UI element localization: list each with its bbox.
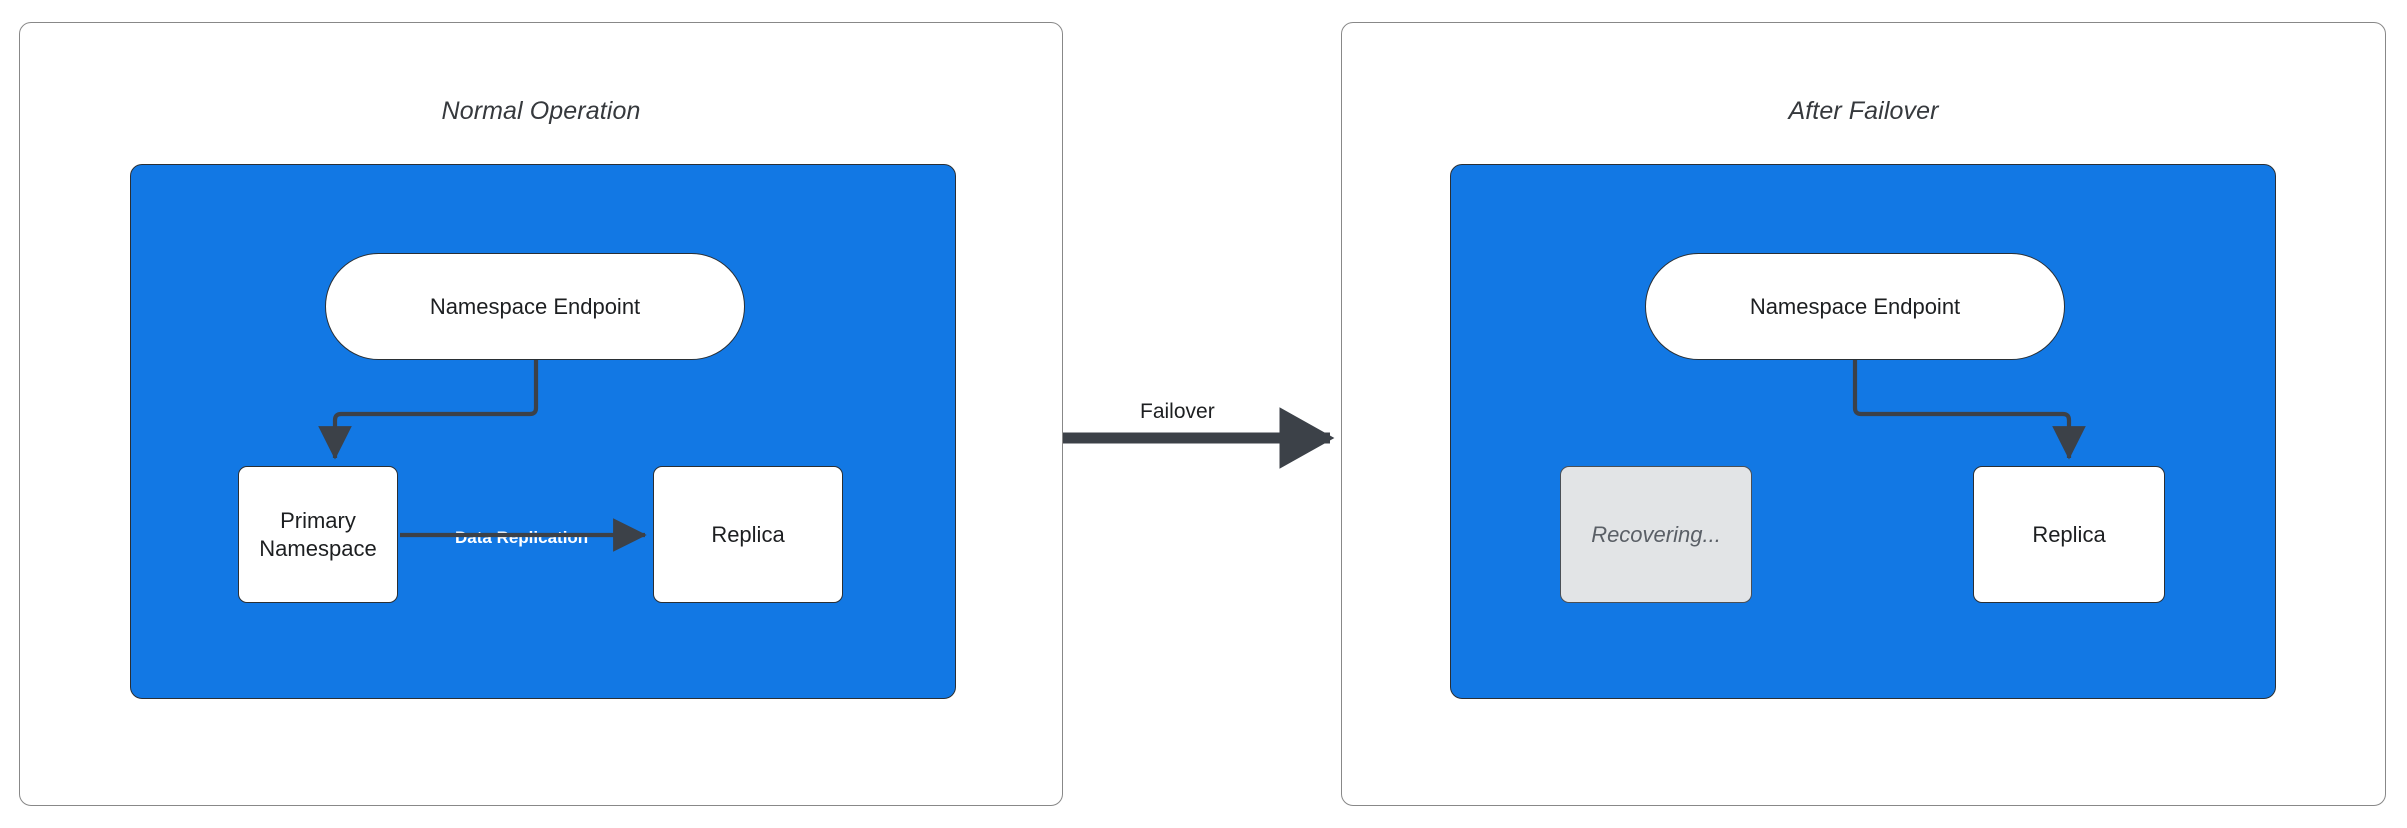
edge-label-data-replication: Data Replication <box>455 528 589 547</box>
node-label-line2: Namespace <box>259 535 377 561</box>
edge-label-failover: Failover <box>1140 400 1215 423</box>
node-label-line1: Primary <box>280 507 356 533</box>
node-replica-failover[interactable]: Replica <box>1973 466 2165 603</box>
panel-title-after-failover: After Failover <box>1788 97 1939 125</box>
node-label: Replica <box>2032 521 2106 547</box>
node-label: Recovering... <box>1591 521 1721 547</box>
node-label: Namespace Endpoint <box>429 293 641 319</box>
node-label: Primary Namespace <box>259 507 376 562</box>
namespace-region-normal <box>130 164 956 699</box>
node-replica-normal[interactable]: Replica <box>653 466 843 603</box>
panel-title-normal-operation: Normal Operation <box>441 97 641 125</box>
node-namespace-endpoint-failover[interactable]: Namespace Endpoint <box>1645 253 2065 360</box>
node-primary-namespace[interactable]: Primary Namespace <box>238 466 398 603</box>
node-namespace-endpoint-normal[interactable]: Namespace Endpoint <box>325 253 745 360</box>
namespace-region-failover <box>1450 164 2276 699</box>
node-label: Replica <box>711 521 785 547</box>
node-recovering[interactable]: Recovering... <box>1560 466 1752 603</box>
node-label: Namespace Endpoint <box>1749 293 1961 319</box>
